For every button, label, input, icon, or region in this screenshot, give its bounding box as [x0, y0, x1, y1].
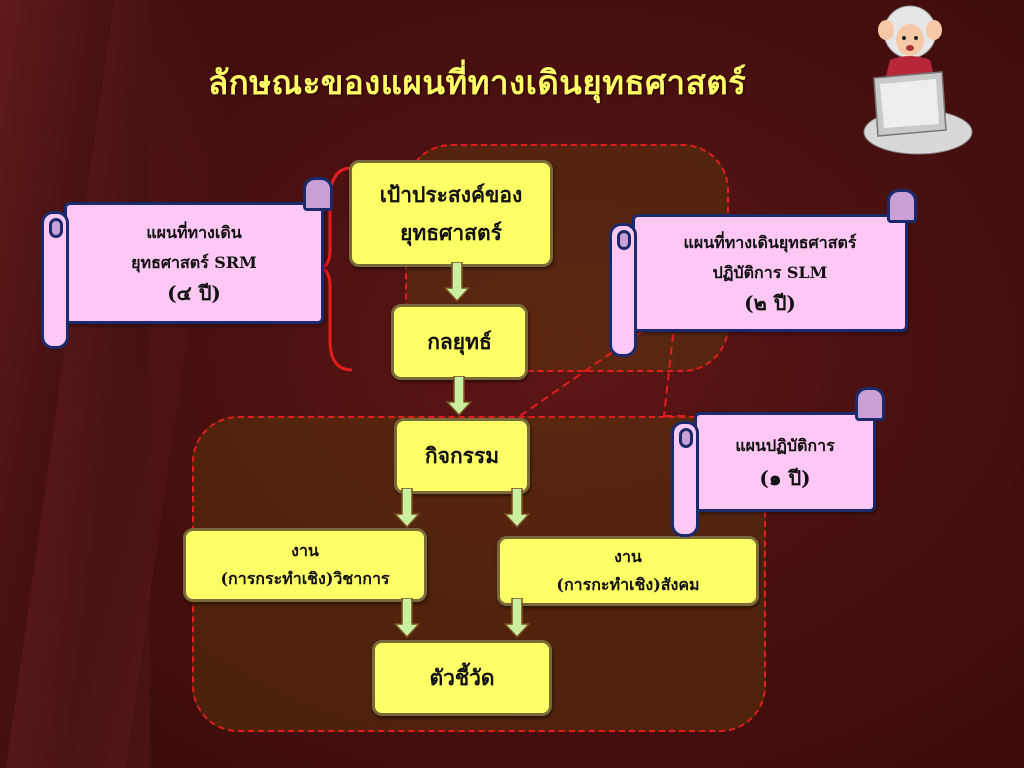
arrow-objective-to-strategy: [444, 262, 470, 302]
srm-line-1: แผนที่ทางเดิน: [146, 223, 242, 242]
work-academic-node: งาน (การกระทำเชิง)วิชาการ: [183, 528, 427, 602]
slm-line-3: (๒ ปี): [744, 291, 796, 315]
activity-label: กิจกรรม: [424, 442, 500, 468]
work-academic-line-2: (การกระทำเชิง)วิชาการ: [220, 569, 390, 588]
action-line-1: แผนปฏิบัติการ: [735, 436, 835, 455]
arrow-strategy-to-activity: [446, 376, 472, 416]
indicator-label: ตัวชี้วัด: [429, 664, 495, 690]
scroll-curl-right: [855, 387, 885, 421]
slm-scroll: แผนที่ทางเดินยุทธศาสตร์ ปฏิบัติการ SLM (…: [609, 189, 917, 357]
scroll-curl-right: [303, 177, 333, 211]
scroll-curl-right: [887, 189, 917, 223]
strategy-node: กลยุทธ์: [391, 304, 528, 380]
arrow-activity-to-academic: [394, 488, 420, 528]
arrow-activity-to-social: [504, 488, 530, 528]
srm-line-2: ยุทธศาสตร์ SRM: [131, 253, 257, 272]
slm-line-2: ปฏิบัติการ SLM: [712, 263, 828, 282]
work-social-line-2: (การกะทำเชิง)สังคม: [556, 575, 700, 594]
objective-line-1: เป้าประสงค์ของ: [379, 181, 523, 207]
action-line-2: (๑ ปี): [759, 466, 811, 490]
slm-line-1: แผนที่ทางเดินยุทธศาสตร์: [683, 233, 857, 252]
strategy-label: กลยุทธ์: [427, 328, 492, 354]
objective-node: เป้าประสงค์ของ ยุทธศาสตร์: [349, 160, 553, 267]
work-social-line-1: งาน: [614, 547, 642, 566]
srm-scroll: แผนที่ทางเดิน ยุทธศาสตร์ SRM (๔ ปี): [41, 177, 333, 349]
arrow-academic-to-indicator: [394, 598, 420, 638]
indicator-node: ตัวชี้วัด: [372, 640, 552, 716]
scroll-curl-left: [609, 223, 637, 357]
stressed-person-at-computer-icon: [863, 5, 973, 155]
arrow-social-to-indicator: [504, 598, 530, 638]
scroll-curl-left: [671, 421, 699, 537]
work-social-node: งาน (การกะทำเชิง)สังคม: [497, 536, 759, 606]
action-plan-scroll: แผนปฏิบัติการ (๑ ปี): [671, 387, 885, 537]
objective-line-2: ยุทธศาสตร์: [400, 219, 502, 245]
scroll-curl-left: [41, 211, 69, 349]
activity-node: กิจกรรม: [394, 418, 530, 494]
work-academic-line-1: งาน: [291, 541, 319, 560]
background-texture: [0, 0, 150, 768]
slide-title: ลักษณะของแผนที่ทางเดินยุทธศาสตร์: [208, 63, 747, 102]
srm-line-3: (๔ ปี): [167, 281, 221, 305]
